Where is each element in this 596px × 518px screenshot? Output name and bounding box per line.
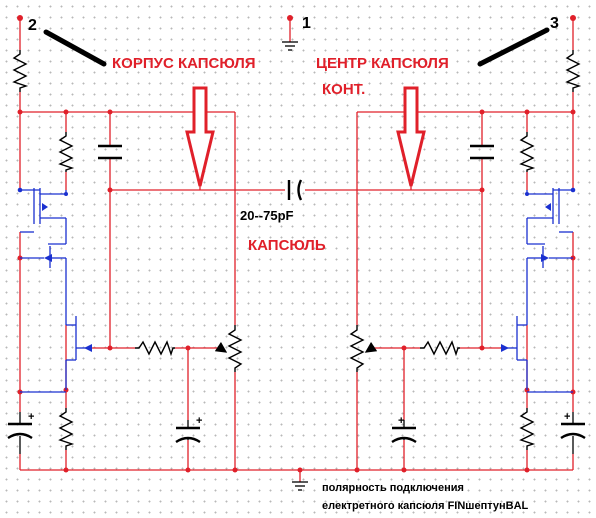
junction-dots bbox=[17, 15, 576, 473]
pot-left bbox=[227, 325, 243, 372]
korpus-label: КОРПУС КАПСЮЛЯ bbox=[112, 55, 256, 72]
potentiometers bbox=[214, 325, 378, 372]
node-2-label: 2 bbox=[28, 17, 37, 34]
capsule-label: КАПСЮЛЬ bbox=[248, 237, 326, 254]
transistor-arrows bbox=[17, 187, 576, 352]
centr-label: ЦЕНТР КАПСЮЛЯ bbox=[316, 55, 449, 72]
note-line-1: полярность подключения bbox=[322, 482, 464, 494]
resistor-r6 bbox=[519, 408, 536, 450]
capsule-cap-value: 20--75pF bbox=[240, 208, 294, 223]
red-wiring bbox=[19, 18, 574, 482]
resistor-r2 bbox=[565, 50, 582, 92]
plus-c1: + bbox=[28, 411, 34, 423]
node-1-label: 1 bbox=[302, 15, 311, 32]
ground-symbols bbox=[282, 41, 308, 491]
resistor-r3 bbox=[58, 132, 75, 172]
kont-label: КОНТ. bbox=[322, 81, 365, 98]
pointer-lines bbox=[43, 27, 550, 67]
capsule-arrows bbox=[185, 86, 426, 187]
plus-c3: + bbox=[398, 415, 404, 427]
resistor-r8 bbox=[420, 340, 460, 357]
note-line-2: електретного капсюля FINшептунBAL bbox=[322, 500, 529, 512]
pot-right bbox=[349, 325, 365, 372]
arrow-korpus bbox=[185, 86, 215, 187]
node-3-label: 3 bbox=[550, 15, 559, 32]
resistor-r1 bbox=[12, 50, 29, 92]
resistor-r4 bbox=[519, 132, 536, 172]
capacitors bbox=[7, 144, 586, 444]
resistor-r5 bbox=[58, 408, 75, 450]
resistor-r7 bbox=[135, 340, 175, 357]
plus-c4: + bbox=[564, 411, 570, 423]
resistors bbox=[12, 50, 582, 450]
arrow-centr bbox=[396, 86, 426, 187]
capacitor-leads bbox=[19, 412, 574, 454]
transistor-wiring bbox=[20, 188, 573, 393]
plus-c2: + bbox=[196, 415, 202, 427]
